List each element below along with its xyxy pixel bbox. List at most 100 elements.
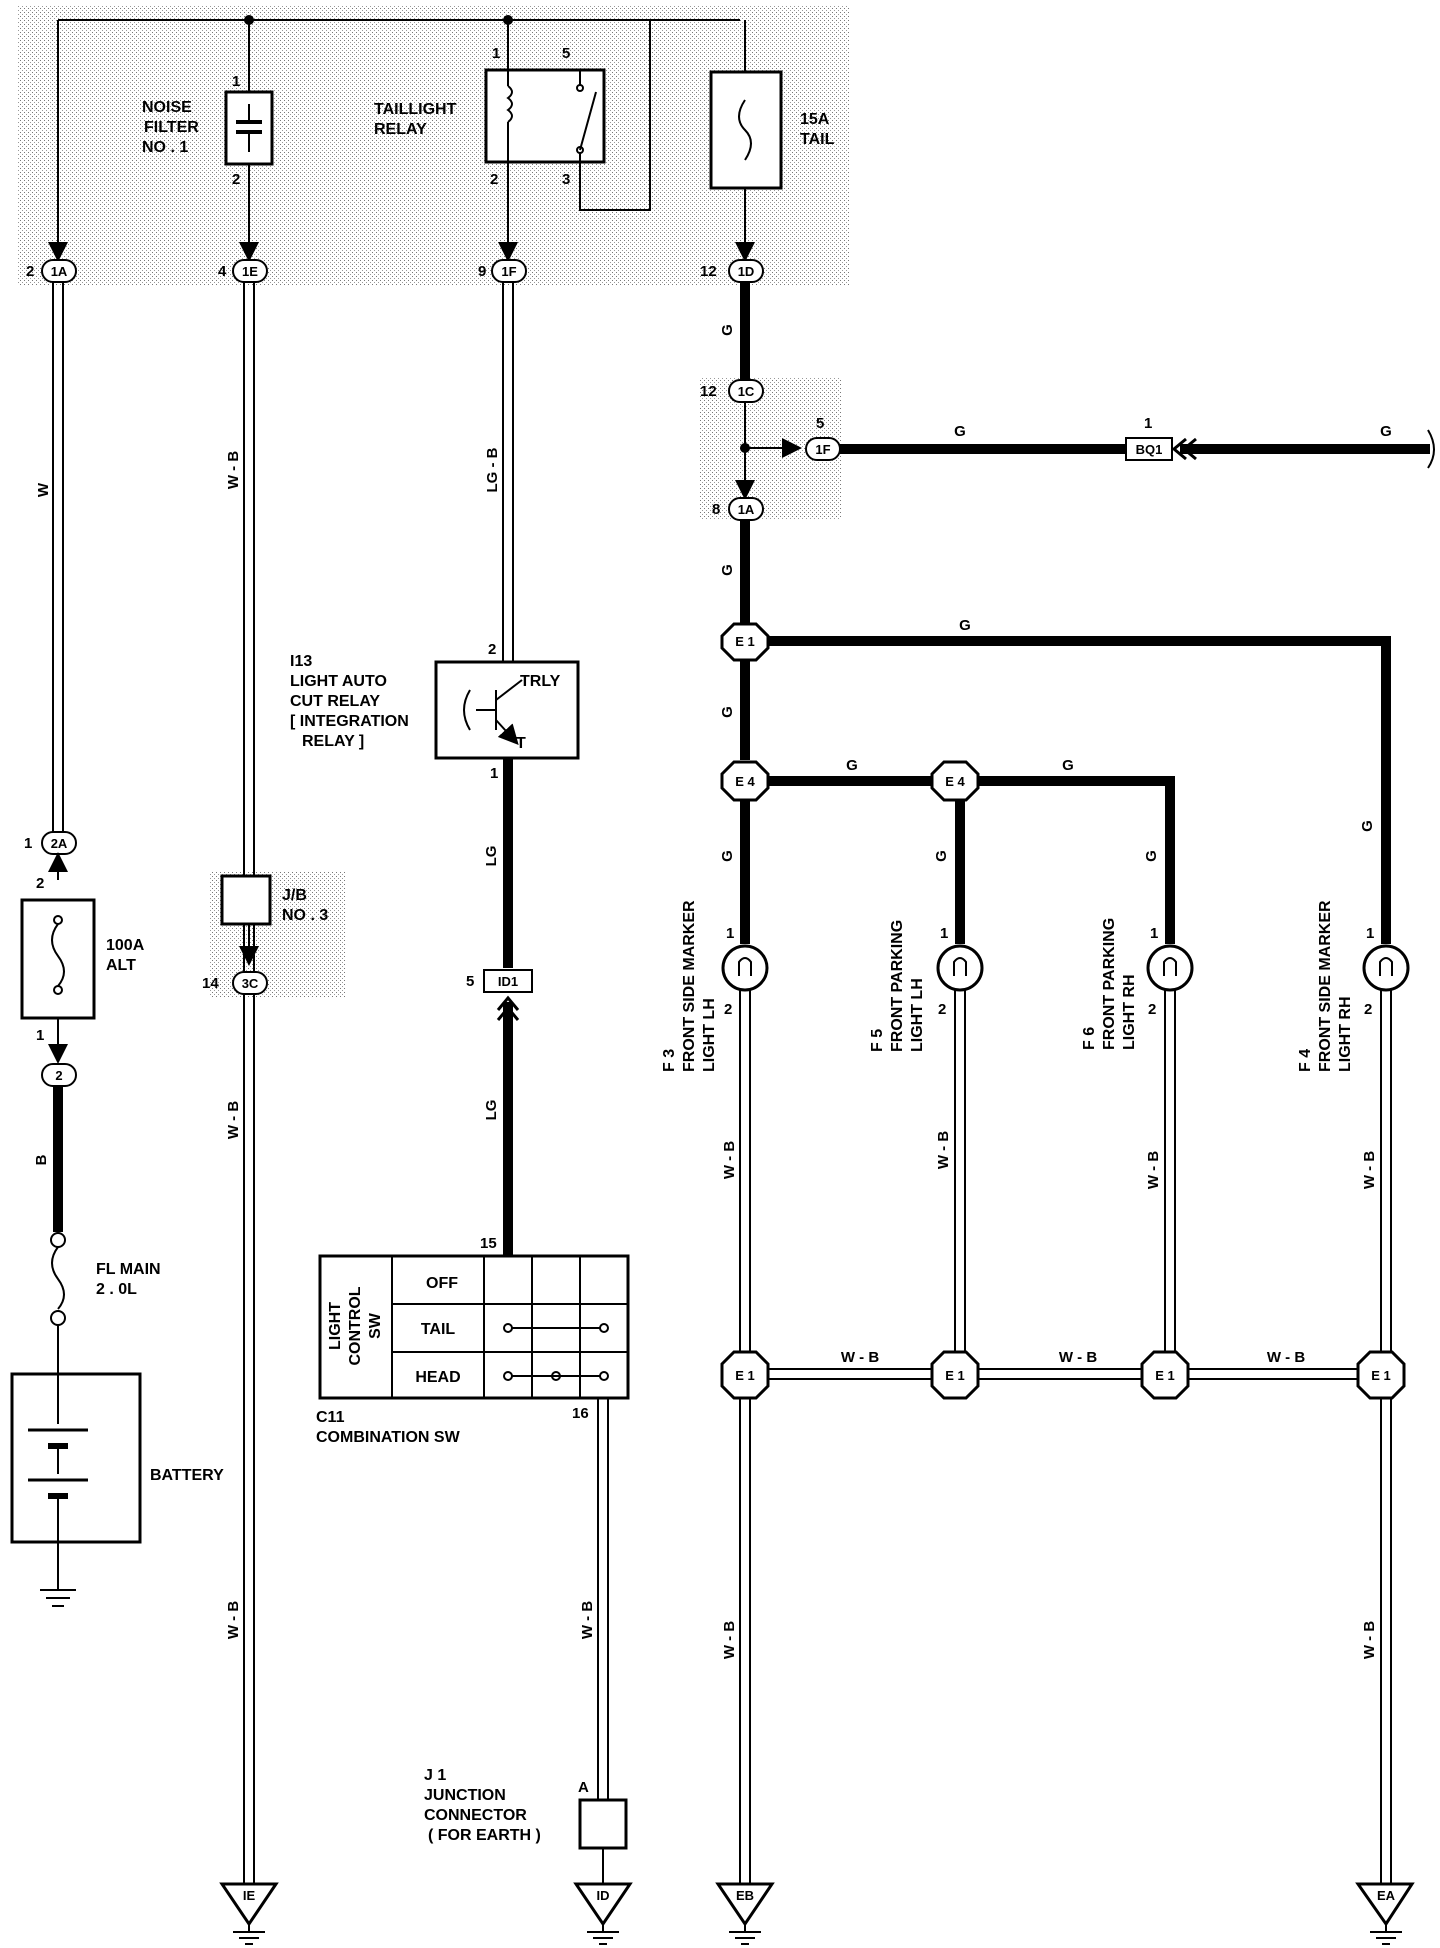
pin-12-1d: 12 xyxy=(700,263,717,280)
label-trly: TRLY xyxy=(520,673,561,690)
junction-connector-j1 xyxy=(578,1798,628,1850)
conn-1D-top: 1D xyxy=(738,264,755,279)
chevron-icon xyxy=(496,995,520,1021)
wire-label-wb-1: W - B xyxy=(225,451,242,489)
wire-label-g-11: G xyxy=(1143,850,1160,862)
wire-label-g-6: G xyxy=(719,706,736,718)
wire-w-left xyxy=(52,282,64,832)
label-f4-1: F 4 xyxy=(1297,1049,1314,1072)
pin-9-1f: 9 xyxy=(478,263,486,280)
label-f5-2: FRONT PARKING xyxy=(889,920,906,1052)
pin-2-f3: 2 xyxy=(724,1001,732,1018)
wire-label-g-3: G xyxy=(1380,423,1392,440)
label-sw-head: HEAD xyxy=(415,1369,460,1386)
conn-id1-box xyxy=(483,969,533,993)
label-j1-4: ( FOR EARTH ) xyxy=(428,1827,541,1844)
label-noise-filter-1: NOISE xyxy=(142,99,192,116)
wire-label-lg-1: LG xyxy=(483,846,500,867)
splice-connectors xyxy=(720,622,980,802)
pin-1-f6: 1 xyxy=(1150,925,1158,942)
jb3-box xyxy=(220,874,272,926)
wire-label-wb-4: W - B xyxy=(579,1601,596,1639)
junction-mid xyxy=(735,402,802,500)
pin-1-relay-i13: 1 xyxy=(490,765,498,782)
wire-label-wb-3: W - B xyxy=(225,1601,242,1639)
wire-label-wb-8: W - B xyxy=(1361,1151,1378,1189)
label-f4-2: FRONT SIDE MARKER xyxy=(1317,900,1334,1072)
wire-label-wb-13: W - B xyxy=(1361,1621,1378,1659)
label-f3-2: FRONT SIDE MARKER xyxy=(681,900,698,1072)
pin-15-combo: 15 xyxy=(480,1235,497,1252)
top-connectors xyxy=(41,259,764,283)
wire-break-icon xyxy=(1427,429,1435,469)
wire-label-wb-11: W - B xyxy=(1267,1349,1305,1366)
label-f6-1: F 6 xyxy=(1081,1027,1098,1050)
wire-label-wb-2: W - B xyxy=(225,1101,242,1139)
label-battery: BATTERY xyxy=(150,1467,224,1484)
label-alt-2: ALT xyxy=(106,957,136,974)
conn-2A: 2A xyxy=(51,836,68,851)
label-j1-2: JUNCTION xyxy=(424,1787,506,1804)
label-j1-3: CONNECTOR xyxy=(424,1807,527,1824)
label-flmain-2: 2 . 0L xyxy=(96,1281,137,1298)
ground-lines xyxy=(233,1924,1402,1945)
label-fuse-tail-2: TAIL xyxy=(800,131,835,148)
pin-1-bq1: 1 xyxy=(1144,415,1152,432)
pin-2-nf: 2 xyxy=(232,171,240,188)
ground-ea: EA xyxy=(1377,1888,1396,1903)
label-alt-1: 100A xyxy=(106,937,145,954)
noise-filter xyxy=(224,20,274,262)
pin-2-f5: 2 xyxy=(938,1001,946,1018)
ground-ie: IE xyxy=(243,1888,256,1903)
pin-1-alt: 1 xyxy=(36,1027,44,1044)
pin-5-1f: 5 xyxy=(816,415,824,432)
pin-4-1e: 4 xyxy=(218,263,227,280)
pin-2-1a: 2 xyxy=(26,263,34,280)
pin-2-f6: 2 xyxy=(1148,1001,1156,1018)
label-i13-1: I13 xyxy=(290,653,312,670)
label-taillight-1: TAILLIGHT xyxy=(374,101,457,118)
ground-symbols xyxy=(219,1882,1415,1927)
pin-3-relay: 3 xyxy=(562,171,570,188)
wire-label-g-1: G xyxy=(719,324,736,336)
label-f6-2: FRONT PARKING xyxy=(1101,918,1118,1050)
taillight-relay xyxy=(484,20,651,262)
wire-label-g-10: G xyxy=(933,850,950,862)
label-noise-filter-3: NO . 1 xyxy=(142,139,188,156)
ground-id: ID xyxy=(597,1888,610,1903)
splice-e4-a: E 4 xyxy=(735,774,755,789)
pin-2-relay-i13: 2 xyxy=(488,641,496,658)
pin-1-f3: 1 xyxy=(726,925,734,942)
wire-label-wb-5: W - B xyxy=(721,1141,738,1179)
splice-e1-a: E 1 xyxy=(735,634,755,649)
conn-2: 2 xyxy=(55,1068,62,1083)
label-combo-1: C11 xyxy=(316,1409,345,1426)
wire-label-wb-10: W - B xyxy=(1059,1349,1097,1366)
pin-1-f4: 1 xyxy=(1366,925,1374,942)
pin-1-relay: 1 xyxy=(492,45,500,62)
label-i13-5: RELAY ] xyxy=(302,733,364,750)
conn-1C: 1C xyxy=(738,384,755,399)
conn-id1: ID1 xyxy=(498,974,518,989)
label-jb3-1: J/B xyxy=(282,887,307,904)
splice-e1-b4: E 1 xyxy=(1371,1368,1391,1383)
wire-label-lgb: LG - B xyxy=(484,447,501,492)
label-flmain-1: FL MAIN xyxy=(96,1261,161,1278)
label-f6-3: LIGHT RH xyxy=(1121,974,1138,1050)
conn-1F-mid: 1F xyxy=(815,442,830,457)
fuse-15a-tail xyxy=(709,20,783,262)
label-noise-filter-2: FILTER xyxy=(144,119,199,136)
label-sw-tail: TAIL xyxy=(421,1321,456,1338)
label-t: T xyxy=(516,735,526,752)
label-j1-1: J 1 xyxy=(424,1767,446,1784)
splice-e1-b3: E 1 xyxy=(1155,1368,1175,1383)
chevron-icon-2 xyxy=(1171,437,1197,461)
pin-14-3c: 14 xyxy=(202,975,219,992)
label-jb3-2: NO . 3 xyxy=(282,907,328,924)
wire-label-g-9: G xyxy=(719,850,736,862)
conn-3C-box xyxy=(232,971,268,995)
pin-1-nf: 1 xyxy=(232,73,240,90)
pin-a-j1: A xyxy=(578,1779,589,1796)
splice-e4-b: E 4 xyxy=(945,774,965,789)
